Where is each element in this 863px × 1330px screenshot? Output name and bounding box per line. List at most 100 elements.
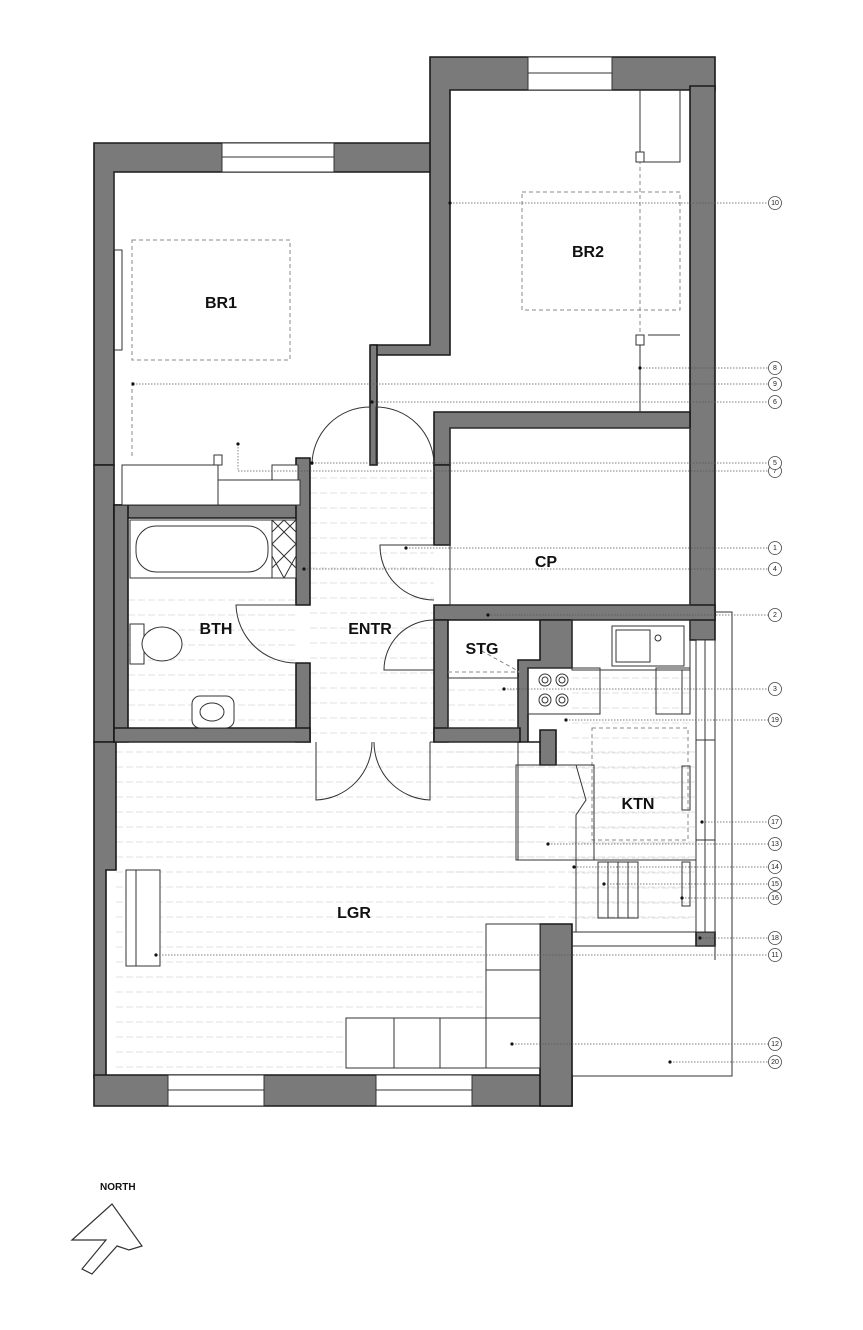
bed-br1 xyxy=(131,239,291,361)
north-arrow: NORTH xyxy=(70,1182,143,1275)
callout-number: 17 xyxy=(771,819,779,826)
callout-number: 14 xyxy=(771,864,779,871)
callout-anchor-dot xyxy=(404,546,408,550)
kitchen-table xyxy=(591,727,689,841)
lgr-bench xyxy=(345,1017,541,1069)
callout-marker xyxy=(768,541,782,555)
callout-marker xyxy=(768,377,782,391)
basin xyxy=(191,695,235,729)
callout-anchor-dot xyxy=(310,461,314,465)
wall-bth-south xyxy=(113,727,311,743)
callout-marker xyxy=(768,837,782,851)
windows xyxy=(167,56,716,1107)
desk-br1 xyxy=(217,479,301,506)
wall-br2-south xyxy=(433,411,691,466)
callout-anchor-dot xyxy=(680,896,684,900)
callout-marker xyxy=(768,713,782,727)
lgr-sideboard xyxy=(485,923,541,1019)
room-label-entr: ENTR xyxy=(348,621,392,638)
callout-number: 8 xyxy=(773,365,777,372)
callout-anchor-dot xyxy=(131,382,135,386)
wall-br2-east xyxy=(689,85,716,641)
callout-marker xyxy=(768,877,782,891)
wall-east-lower xyxy=(539,923,573,1107)
callout-leader-line xyxy=(237,444,768,472)
wall-stg-west xyxy=(433,619,449,743)
callout-number: 9 xyxy=(773,381,777,388)
callout-marker xyxy=(768,1037,782,1051)
wall-bth-west xyxy=(113,504,129,743)
bathtub xyxy=(129,519,275,579)
callout-anchor-dot xyxy=(698,936,702,940)
callout-number: 16 xyxy=(771,895,779,902)
wall-west-lower xyxy=(93,741,117,1079)
hob xyxy=(527,667,601,715)
callout-anchor-dot xyxy=(236,442,240,446)
callout-marker xyxy=(768,948,782,962)
wall-west-upper xyxy=(93,464,115,743)
wall-bth-north xyxy=(113,504,305,519)
callout-number: 5 xyxy=(773,460,777,467)
exterior-walls xyxy=(93,56,716,1107)
callout-number: 18 xyxy=(771,935,779,942)
callout-anchor-dot xyxy=(448,201,452,205)
callout-anchor-dot xyxy=(546,842,550,846)
north-label: NORTH xyxy=(100,1182,136,1193)
callout-number: 19 xyxy=(771,717,779,724)
room-label-ktn: KTN xyxy=(622,796,655,813)
sofa xyxy=(125,869,161,967)
bed-br2 xyxy=(521,191,681,311)
callout-marker xyxy=(768,608,782,622)
callout-anchor-dot xyxy=(302,567,306,571)
callout-number: 7 xyxy=(773,468,777,475)
callout-anchor-dot xyxy=(602,882,606,886)
callout-marker xyxy=(768,456,782,470)
wall-stg-east xyxy=(517,619,573,766)
wall-stg-south xyxy=(433,727,521,743)
callout-marker xyxy=(768,931,782,945)
callout-marker xyxy=(768,562,782,576)
sink xyxy=(611,625,685,667)
callout-anchor-dot xyxy=(154,953,158,957)
callout-number: 2 xyxy=(773,612,777,619)
doors xyxy=(235,406,521,801)
callout-anchor-dot xyxy=(510,1042,514,1046)
callout-marker xyxy=(768,891,782,905)
kitchen-island xyxy=(515,764,595,861)
callout-marker xyxy=(768,682,782,696)
wall-south xyxy=(93,1074,573,1107)
cupboard-cp xyxy=(449,427,691,606)
callout-anchor-dot xyxy=(370,400,374,404)
callout-anchor-dot xyxy=(564,718,568,722)
callout-number: 11 xyxy=(771,952,778,959)
callout-marker xyxy=(768,196,782,210)
callout-anchor-dot xyxy=(502,687,506,691)
room-labels: BR1 BR2 CP BTH ENTR STG KTN LGR xyxy=(200,244,655,922)
callout-anchor-dot xyxy=(638,366,642,370)
wall-br2-west xyxy=(371,56,716,356)
callout-anchor-dot xyxy=(486,613,490,617)
room-label-bth: BTH xyxy=(200,621,233,638)
callout-marker xyxy=(768,1055,782,1069)
kitchen-counter-north xyxy=(571,619,691,671)
wall-cp-west xyxy=(433,464,451,546)
callout-number: 4 xyxy=(773,566,777,573)
furniture xyxy=(113,90,733,1077)
callout-number: 20 xyxy=(771,1059,779,1066)
callout-number: 1 xyxy=(773,545,777,552)
room-label-lgr: LGR xyxy=(337,905,371,922)
callout-anchor-dot xyxy=(668,1060,672,1064)
wall-br1-north xyxy=(93,142,434,466)
callout-number: 10 xyxy=(771,200,779,207)
callout-marker xyxy=(768,395,782,409)
callout-number: 6 xyxy=(773,399,777,406)
room-label-br2: BR2 xyxy=(572,244,604,261)
callout-anchor-dot xyxy=(572,865,576,869)
callout-marker xyxy=(768,860,782,874)
room-label-cp: CP xyxy=(535,554,558,571)
callout-number: 13 xyxy=(771,841,779,848)
callout-marker xyxy=(768,361,782,375)
floor-boards xyxy=(116,477,696,1068)
room-label-stg: STG xyxy=(466,641,499,658)
